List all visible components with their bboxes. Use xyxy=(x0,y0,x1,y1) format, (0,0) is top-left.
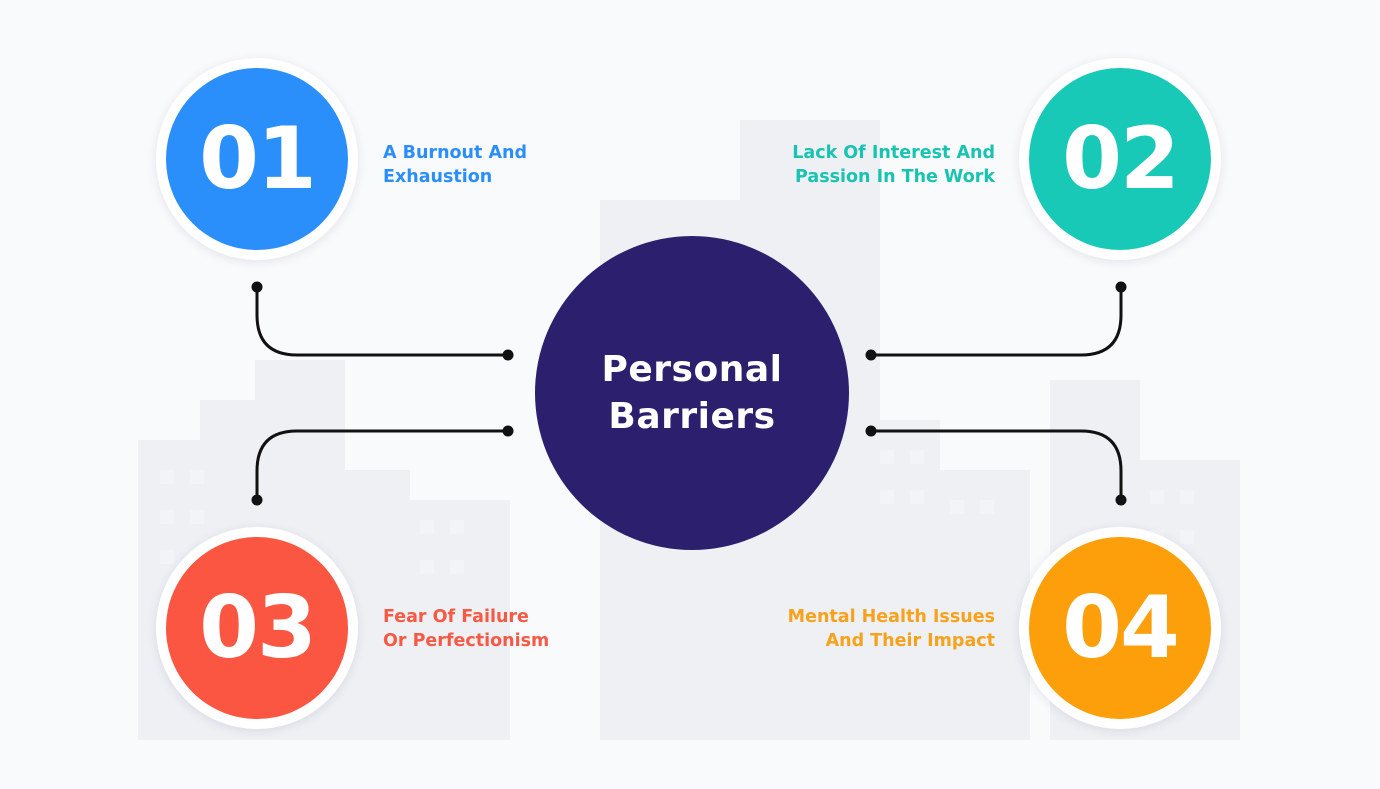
item-02-label-line2: Passion In The Work xyxy=(795,167,995,187)
item-01-label: A Burnout And Exhaustion xyxy=(383,141,527,189)
center-title: Personal Barriers xyxy=(567,346,817,440)
item-01-badge: 01 xyxy=(156,58,358,260)
item-01-number: 01 xyxy=(199,109,317,209)
item-03-badge: 03 xyxy=(156,527,358,729)
item-03-label: Fear Of Failure Or Perfectionism xyxy=(383,605,549,653)
center-circle: Personal Barriers xyxy=(535,236,849,550)
connector-dot xyxy=(1115,281,1127,293)
item-04-badge: 04 xyxy=(1019,527,1221,729)
item-02-number: 02 xyxy=(1062,109,1180,209)
item-03-label-line2: Or Perfectionism xyxy=(383,631,550,651)
connector-03 xyxy=(255,429,508,500)
item-04-label-line2: And Their Impact xyxy=(825,631,995,651)
connector-02 xyxy=(871,287,1123,357)
connector-04 xyxy=(871,429,1123,500)
item-01-label-line1: A Burnout And xyxy=(383,143,527,163)
item-04-circle: 04 xyxy=(1029,537,1211,719)
item-03-number: 03 xyxy=(199,578,317,678)
item-02-badge: 02 xyxy=(1019,58,1221,260)
item-04-label-line1: Mental Health Issues xyxy=(787,607,995,627)
item-02-circle: 02 xyxy=(1029,68,1211,250)
connector-dot xyxy=(502,425,514,437)
center-title-line2: Barriers xyxy=(608,396,776,437)
item-01-circle: 01 xyxy=(166,68,348,250)
center-title-line1: Personal xyxy=(601,349,783,390)
connector-dot xyxy=(1115,494,1127,506)
item-03-label-line1: Fear Of Failure xyxy=(383,607,529,627)
connector-dot xyxy=(865,349,877,361)
item-02-label-line1: Lack Of Interest And xyxy=(792,143,995,163)
connector-dot xyxy=(502,349,514,361)
item-03-circle: 03 xyxy=(166,537,348,719)
connector-dot xyxy=(865,425,877,437)
connector-01 xyxy=(255,287,508,357)
connector-dot xyxy=(251,494,263,506)
connector-dot xyxy=(251,281,263,293)
item-04-number: 04 xyxy=(1062,578,1180,678)
item-01-label-line2: Exhaustion xyxy=(383,167,493,187)
item-04-label: Mental Health Issues And Their Impact xyxy=(788,605,995,653)
item-02-label: Lack Of Interest And Passion In The Work xyxy=(792,141,995,189)
